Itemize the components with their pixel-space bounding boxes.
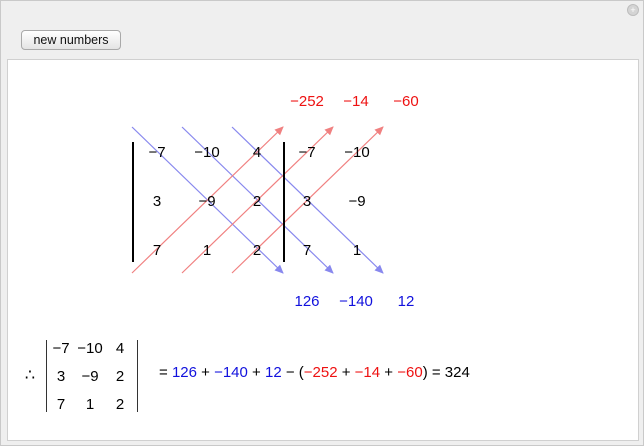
new-numbers-button[interactable]: new numbers [21, 30, 121, 50]
eq-part: + [247, 364, 265, 381]
matrix-cell: 3 [152, 193, 162, 210]
matrix-cell: −9 [198, 193, 216, 210]
negative-term: −14 [354, 364, 381, 381]
small-determinant-left-bar [46, 340, 47, 412]
matrix-cell: 1 [202, 242, 212, 259]
determinant-left-bar [132, 142, 134, 262]
plus-icon[interactable]: + [627, 4, 639, 16]
matrix-cell: 7 [152, 242, 162, 259]
negative-diagonal-1 [131, 126, 284, 274]
eq-result: ) = 324 [422, 364, 470, 381]
negative-term: −252 [303, 364, 338, 381]
matrix-cell: 2 [252, 193, 262, 210]
small-matrix-cell: −9 [81, 368, 99, 385]
top-product-1: −252 [290, 93, 324, 110]
result-equation: = 126 + −140 + 12 − (−252 + −14 + −60) =… [159, 364, 470, 381]
negative-diagonal-3 [231, 126, 384, 274]
matrix-cell: −9 [348, 193, 366, 210]
small-matrix-cell: −7 [52, 340, 70, 357]
top-product-3: −60 [393, 93, 419, 110]
therefore-symbol: ∴ [24, 367, 36, 384]
positive-term: 12 [264, 364, 282, 381]
small-matrix-cell: 7 [56, 396, 66, 413]
eq-part: + [337, 364, 355, 381]
determinant-right-bar [283, 142, 285, 262]
negative-term: −60 [397, 364, 423, 381]
small-matrix-cell: 2 [115, 396, 125, 413]
matrix-cell: 3 [302, 193, 312, 210]
matrix-cell: −10 [344, 144, 370, 161]
small-matrix-cell: −10 [77, 340, 103, 357]
matrix-cell: 7 [302, 242, 312, 259]
matrix-cell: 2 [252, 242, 262, 259]
matrix-cell: −7 [298, 144, 316, 161]
matrix-cell: −10 [194, 144, 220, 161]
negative-diagonal-2 [181, 126, 334, 274]
small-matrix-cell: 4 [115, 340, 125, 357]
eq-part: + [196, 364, 215, 381]
eq-part: + [380, 364, 398, 381]
bottom-product-1: 126 [294, 293, 320, 310]
bottom-product-3: 12 [397, 293, 415, 310]
top-product-2: −14 [343, 93, 369, 110]
small-determinant-right-bar [137, 340, 138, 412]
positive-term: −140 [214, 364, 248, 381]
matrix-cell: 1 [352, 242, 362, 259]
display-panel: −252 −14 −60 −7 −10 4 −7 −10 3 −9 2 3 −9… [7, 59, 639, 441]
small-matrix-cell: 1 [85, 396, 95, 413]
matrix-cell: 4 [252, 144, 262, 161]
bottom-product-2: −140 [339, 293, 373, 310]
small-matrix-cell: 2 [115, 368, 125, 385]
matrix-cell: −7 [148, 144, 166, 161]
small-matrix-cell: 3 [56, 368, 66, 385]
positive-term: 126 [171, 364, 197, 381]
diagonal-lines [131, 126, 384, 274]
eq-part: = [159, 364, 172, 381]
eq-part: − ( [281, 364, 304, 381]
